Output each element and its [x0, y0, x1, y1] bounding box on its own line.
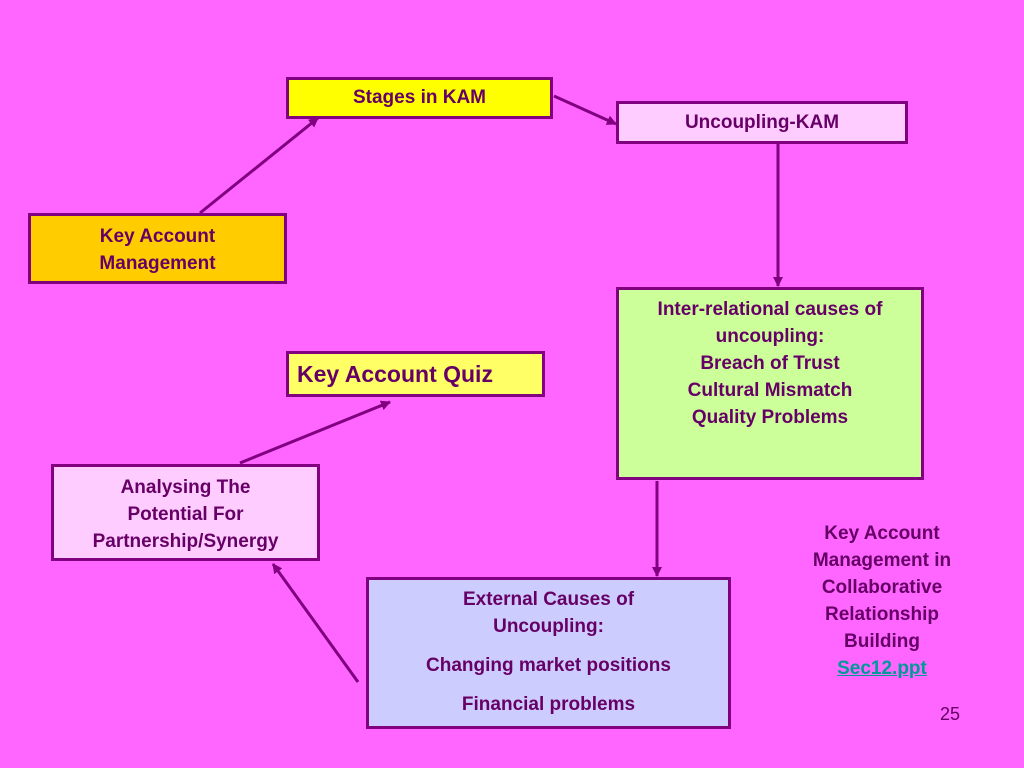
inter-relational-line: Breach of Trust — [700, 353, 840, 374]
arrow-stages-to-uncoupling — [553, 94, 617, 126]
arrow-analysing-to-quiz — [239, 400, 391, 465]
stages-in-kam-label: Stages in KAM — [352, 87, 487, 108]
inter-relational-line: Cultural Mismatch — [687, 380, 853, 401]
inter-relational-causes-box: Inter-relational causes of uncoupling: B… — [616, 287, 924, 480]
analysing-line: Potential For — [127, 504, 244, 525]
arrow-external-to-analysing — [271, 563, 360, 683]
stages-in-kam-box: Stages in KAM — [286, 77, 553, 119]
inter-relational-line: Inter-relational causes of — [657, 299, 883, 320]
key-account-quiz-label[interactable]: Key Account Quiz — [297, 361, 493, 387]
external-causes-line: Uncoupling: — [493, 616, 604, 637]
kam-line: Management — [99, 253, 216, 274]
uncoupling-kam-label: Uncoupling-KAM — [684, 112, 840, 133]
arrow-kam-to-stages — [199, 116, 319, 215]
external-causes-box: External Causes of Uncoupling: Changing … — [366, 577, 731, 729]
sec12-link[interactable]: Sec12.ppt — [837, 658, 927, 679]
side-note-line: Building — [844, 631, 920, 652]
external-cause-item: Changing market positions — [426, 655, 671, 676]
key-account-management-box: Key Account Management — [28, 213, 287, 284]
side-note-line: Collaborative — [821, 577, 943, 598]
key-account-quiz-box[interactable]: Key Account Quiz — [286, 351, 545, 397]
inter-relational-line: uncoupling: — [715, 326, 825, 347]
side-note-line: Relationship — [824, 604, 939, 625]
uncoupling-kam-box: Uncoupling-KAM — [616, 101, 908, 144]
side-note-line: Key Account — [824, 523, 940, 544]
side-note-line: Management in — [812, 550, 952, 571]
external-cause-item: Financial problems — [461, 694, 636, 715]
external-causes-line: External Causes of — [462, 589, 635, 610]
analysing-potential-box: Analysing The Potential For Partnership/… — [51, 464, 320, 561]
inter-relational-line: Quality Problems — [691, 407, 849, 428]
kam-line: Key Account — [99, 226, 216, 247]
analysing-line: Partnership/Synergy — [92, 531, 279, 552]
analysing-line: Analysing The — [120, 477, 251, 498]
page-number: 25 — [939, 704, 961, 724]
side-note: Key Account Management in Collaborative … — [782, 520, 982, 682]
